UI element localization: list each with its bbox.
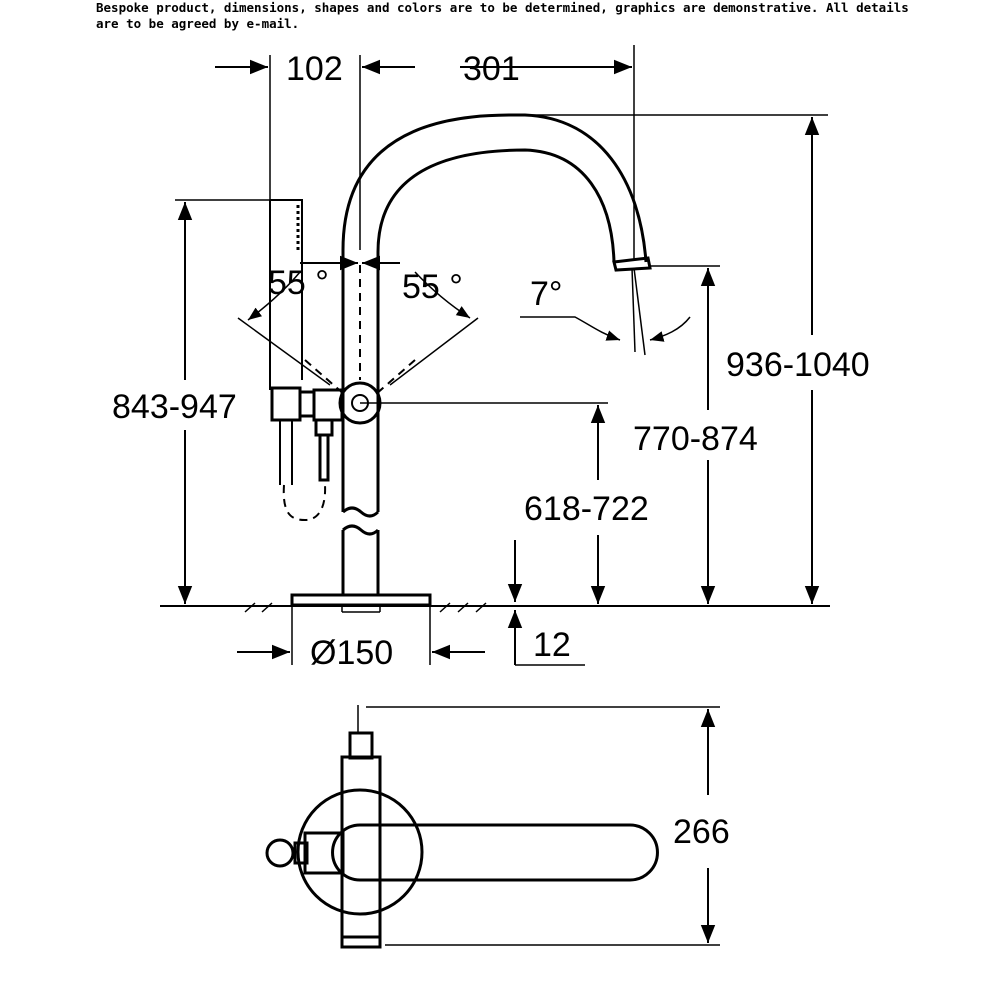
dim-102-label: 102 (286, 50, 343, 88)
dim-plan-depth-label: 266 (673, 813, 730, 851)
handshower-plan (265, 838, 295, 868)
dim-lever-height-label: 618-722 (524, 490, 649, 528)
spout-outer (341, 113, 648, 263)
spout-inner (376, 148, 616, 263)
handshower-holder (270, 386, 302, 422)
plan-view (265, 705, 720, 949)
elevation-view (160, 45, 830, 666)
spout-plan (331, 823, 659, 882)
dim-301-label: 301 (463, 50, 520, 88)
disclaimer-note: Bespoke product, dimensions, shapes and … (96, 0, 909, 31)
dim-handshower-height-label: 843-947 (112, 388, 237, 426)
spout-outlet (612, 256, 652, 272)
dim-spout-angle-label: 7° (530, 275, 563, 313)
dim-angle-right-label: 55 ° (402, 268, 463, 306)
dim-outlet-height-label: 770-874 (633, 420, 758, 458)
dim-total-height-label: 936-1040 (726, 346, 870, 384)
dim-angle-left-label: 55 ° (268, 264, 329, 302)
base-circle (296, 788, 424, 916)
base-plate (290, 593, 432, 607)
body-plan (340, 755, 382, 949)
dim-floor-thickness-label: 12 (533, 626, 571, 664)
dim-base-diameter-label: Ø150 (310, 634, 393, 672)
